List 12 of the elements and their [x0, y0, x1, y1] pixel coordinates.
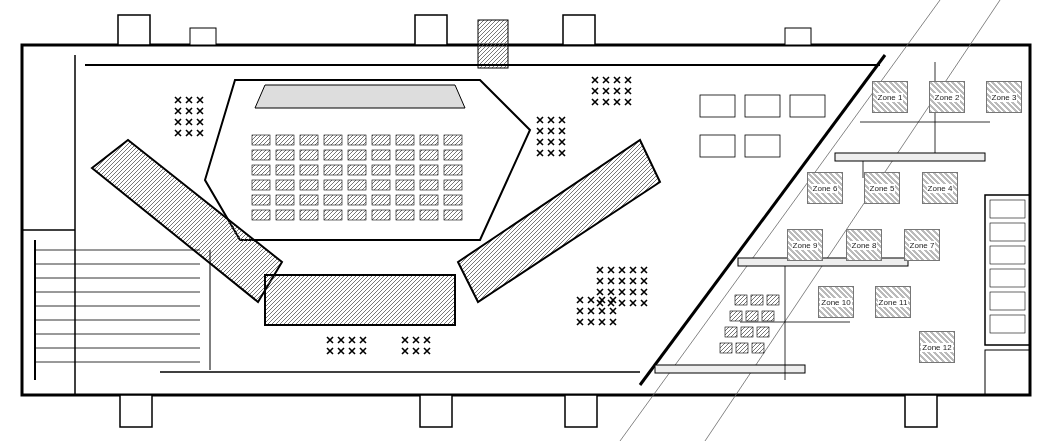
zone-area: Zone 2 — [929, 81, 965, 113]
zone-area: Zone 3 — [986, 81, 1022, 113]
zone-area: Zone 10 — [818, 286, 854, 318]
zone-area: Zone 12 — [919, 331, 955, 363]
zone-area: Zone 7 — [904, 229, 940, 261]
zone-area: Zone 11 — [875, 286, 911, 318]
zone-area: Zone 6 — [807, 172, 843, 204]
zone-area: Zone 4 — [922, 172, 958, 204]
zone-area: Zone 8 — [846, 229, 882, 261]
zone-area: Zone 1 — [872, 81, 908, 113]
zone-area: Zone 5 — [864, 172, 900, 204]
zone-area: Zone 9 — [787, 229, 823, 261]
